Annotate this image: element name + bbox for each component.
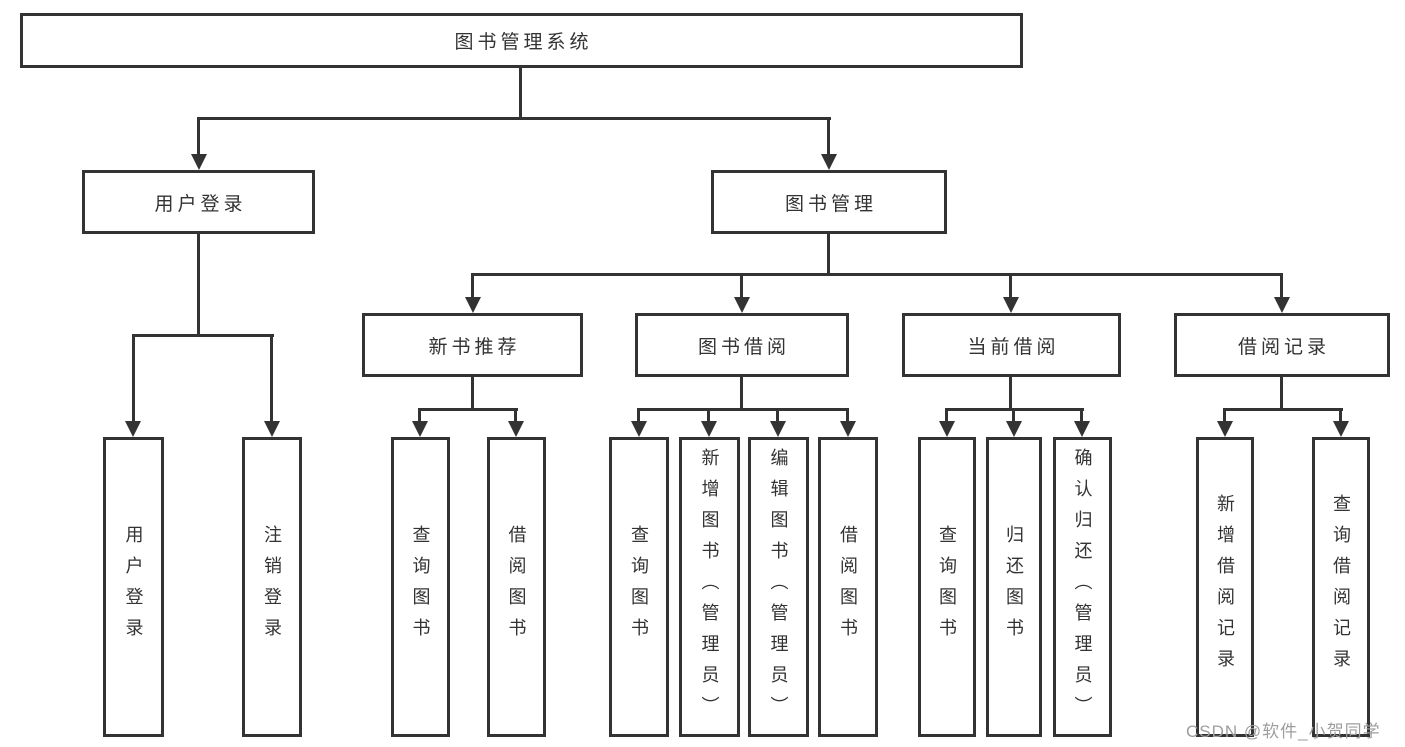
connector-line	[1223, 408, 1343, 411]
leaf-add-book-admin: 新增图书（管理员）	[679, 437, 740, 737]
connector-line	[418, 408, 518, 411]
leaf-query-borrow-record: 查询借阅记录	[1312, 437, 1370, 737]
connector-line	[132, 334, 274, 337]
connector-line	[1280, 273, 1283, 299]
connector-line	[827, 117, 830, 156]
connector-line	[637, 408, 640, 423]
arrowhead-down-icon	[701, 421, 717, 437]
connector-line	[471, 377, 474, 408]
connector-line	[1009, 377, 1012, 408]
connector-line	[827, 234, 830, 273]
arrowhead-down-icon	[264, 421, 280, 437]
arrowhead-down-icon	[734, 297, 750, 313]
arrowhead-down-icon	[1003, 297, 1019, 313]
connector-line	[776, 408, 779, 423]
leaf-query-books-current: 查询图书	[918, 437, 976, 737]
connector-line	[740, 273, 743, 299]
connector-line	[1080, 408, 1083, 423]
leaf-query-books-borrowing: 查询图书	[609, 437, 669, 737]
arrowhead-down-icon	[840, 421, 856, 437]
arrowhead-down-icon	[191, 154, 207, 170]
connector-line	[1339, 408, 1342, 423]
node-book-management: 图书管理	[711, 170, 947, 234]
connector-line	[1012, 408, 1015, 423]
leaf-edit-book-admin: 编辑图书（管理员）	[748, 437, 809, 737]
arrowhead-down-icon	[631, 421, 647, 437]
connector-line	[945, 408, 948, 423]
connector-line	[197, 234, 200, 334]
connector-line	[637, 408, 849, 411]
arrowhead-down-icon	[1333, 421, 1349, 437]
connector-line	[1280, 377, 1283, 408]
arrowhead-down-icon	[1217, 421, 1233, 437]
leaf-borrow-books-borrowing: 借阅图书	[818, 437, 878, 737]
node-borrowing-records: 借阅记录	[1174, 313, 1390, 377]
connector-line	[418, 408, 421, 423]
connector-line	[1223, 408, 1226, 423]
connector-line	[197, 117, 831, 120]
node-new-book-recommendation: 新书推荐	[362, 313, 583, 377]
leaf-add-borrow-record: 新增借阅记录	[1196, 437, 1254, 737]
connector-line	[197, 117, 200, 156]
leaf-return-book: 归还图书	[986, 437, 1042, 737]
arrowhead-down-icon	[821, 154, 837, 170]
arrowhead-down-icon	[1006, 421, 1022, 437]
arrowhead-down-icon	[125, 421, 141, 437]
connector-line	[471, 273, 474, 299]
arrowhead-down-icon	[412, 421, 428, 437]
connector-line	[740, 377, 743, 408]
arrowhead-down-icon	[1274, 297, 1290, 313]
connector-line	[846, 408, 849, 423]
leaf-user-login: 用户登录	[103, 437, 164, 737]
connector-line	[707, 408, 710, 423]
watermark: CSDN @软件_小贺同学	[1186, 722, 1381, 741]
connector-line	[1009, 273, 1012, 299]
leaf-query-books-recommend: 查询图书	[391, 437, 450, 737]
connector-line	[270, 334, 273, 421]
connector-line	[132, 334, 135, 421]
arrowhead-down-icon	[939, 421, 955, 437]
leaf-borrow-books-recommend: 借阅图书	[487, 437, 546, 737]
connector-line	[519, 68, 522, 117]
arrowhead-down-icon	[770, 421, 786, 437]
connector-line	[471, 273, 1283, 276]
node-book-borrowing: 图书借阅	[635, 313, 849, 377]
arrowhead-down-icon	[1074, 421, 1090, 437]
arrowhead-down-icon	[508, 421, 524, 437]
node-current-borrowing: 当前借阅	[902, 313, 1121, 377]
leaf-confirm-return-admin: 确认归还（管理员）	[1053, 437, 1112, 737]
arrowhead-down-icon	[465, 297, 481, 313]
node-user-login: 用户登录	[82, 170, 315, 234]
leaf-logout: 注销登录	[242, 437, 302, 737]
connector-line	[514, 408, 517, 423]
node-library-management-system: 图书管理系统	[20, 13, 1023, 68]
